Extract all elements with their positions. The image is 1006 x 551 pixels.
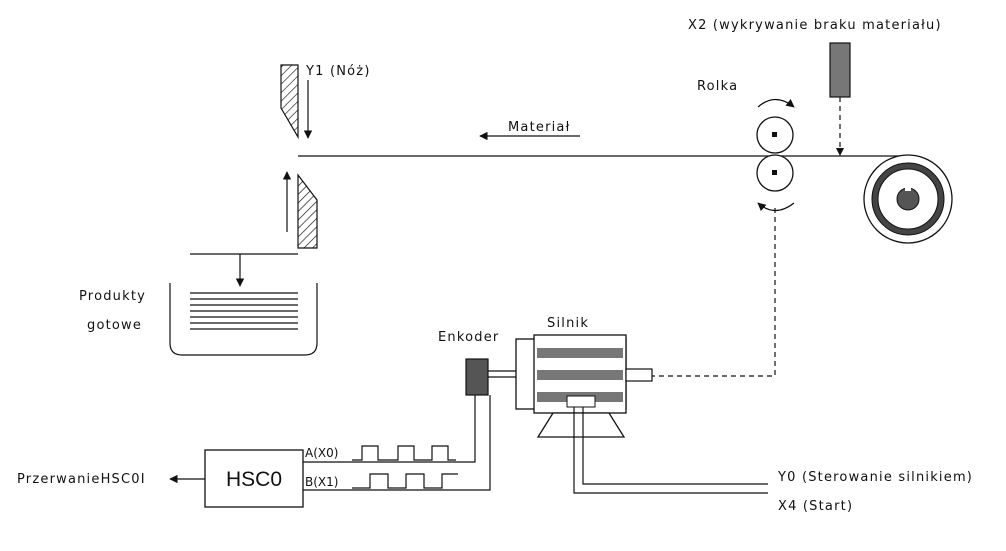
- motor-shaft: [625, 368, 653, 382]
- products-label-line1: Produkty: [79, 289, 146, 304]
- product-tray: [169, 283, 318, 356]
- roller-rotation-arrow-bottom: [757, 202, 795, 212]
- motor-winding-1: [537, 348, 623, 358]
- interrupt-label: PrzerwanieHSC0I: [17, 472, 146, 487]
- encoder-label: Enkoder: [438, 330, 499, 345]
- motor-base: [536, 412, 626, 438]
- hsc0-label: HSC0: [226, 468, 282, 491]
- wire-x4: [573, 407, 768, 494]
- material-label: Materiał: [508, 120, 571, 135]
- knife-lower-blade: [297, 173, 318, 249]
- encoder: [465, 358, 489, 396]
- pulse-train-b: [352, 473, 458, 489]
- channel-b-label: B(X1): [305, 475, 338, 489]
- material-reel-key: [905, 186, 911, 191]
- motor-roller-link: [652, 208, 776, 377]
- roller-top-axle: [772, 132, 777, 137]
- sensor-label: X2 (wykrywanie braku materiału): [688, 18, 942, 33]
- output-y0-label: Y0 (Sterowanie silnikiem): [777, 470, 973, 485]
- roller-bottom-axle: [772, 170, 777, 175]
- roller-rotation-arrow-top: [757, 98, 795, 108]
- wire-y0: [582, 407, 768, 485]
- product-stack: [190, 292, 298, 330]
- hsc0-counter-block: [204, 449, 304, 508]
- channel-a-label: A(X0): [305, 446, 338, 460]
- motor-winding-2: [537, 370, 623, 380]
- motor-label: Silnik: [547, 316, 589, 331]
- sensor-beam-arrowhead: [836, 148, 844, 156]
- products-label-line2: gotowe: [87, 318, 142, 333]
- sensor-x2: [829, 42, 851, 98]
- wire-channel-a: [303, 395, 476, 463]
- knife-label: Y1 (Nóż): [305, 64, 371, 79]
- knife-upper-blade: [280, 64, 299, 140]
- input-x4-label: X4 (Start): [778, 499, 853, 514]
- motor-terminal-box: [566, 395, 596, 408]
- pulse-train-a: [352, 445, 456, 461]
- material-reel-axle: [896, 187, 920, 211]
- wire-channel-b: [303, 395, 491, 491]
- roller-label: Rolka: [697, 79, 738, 94]
